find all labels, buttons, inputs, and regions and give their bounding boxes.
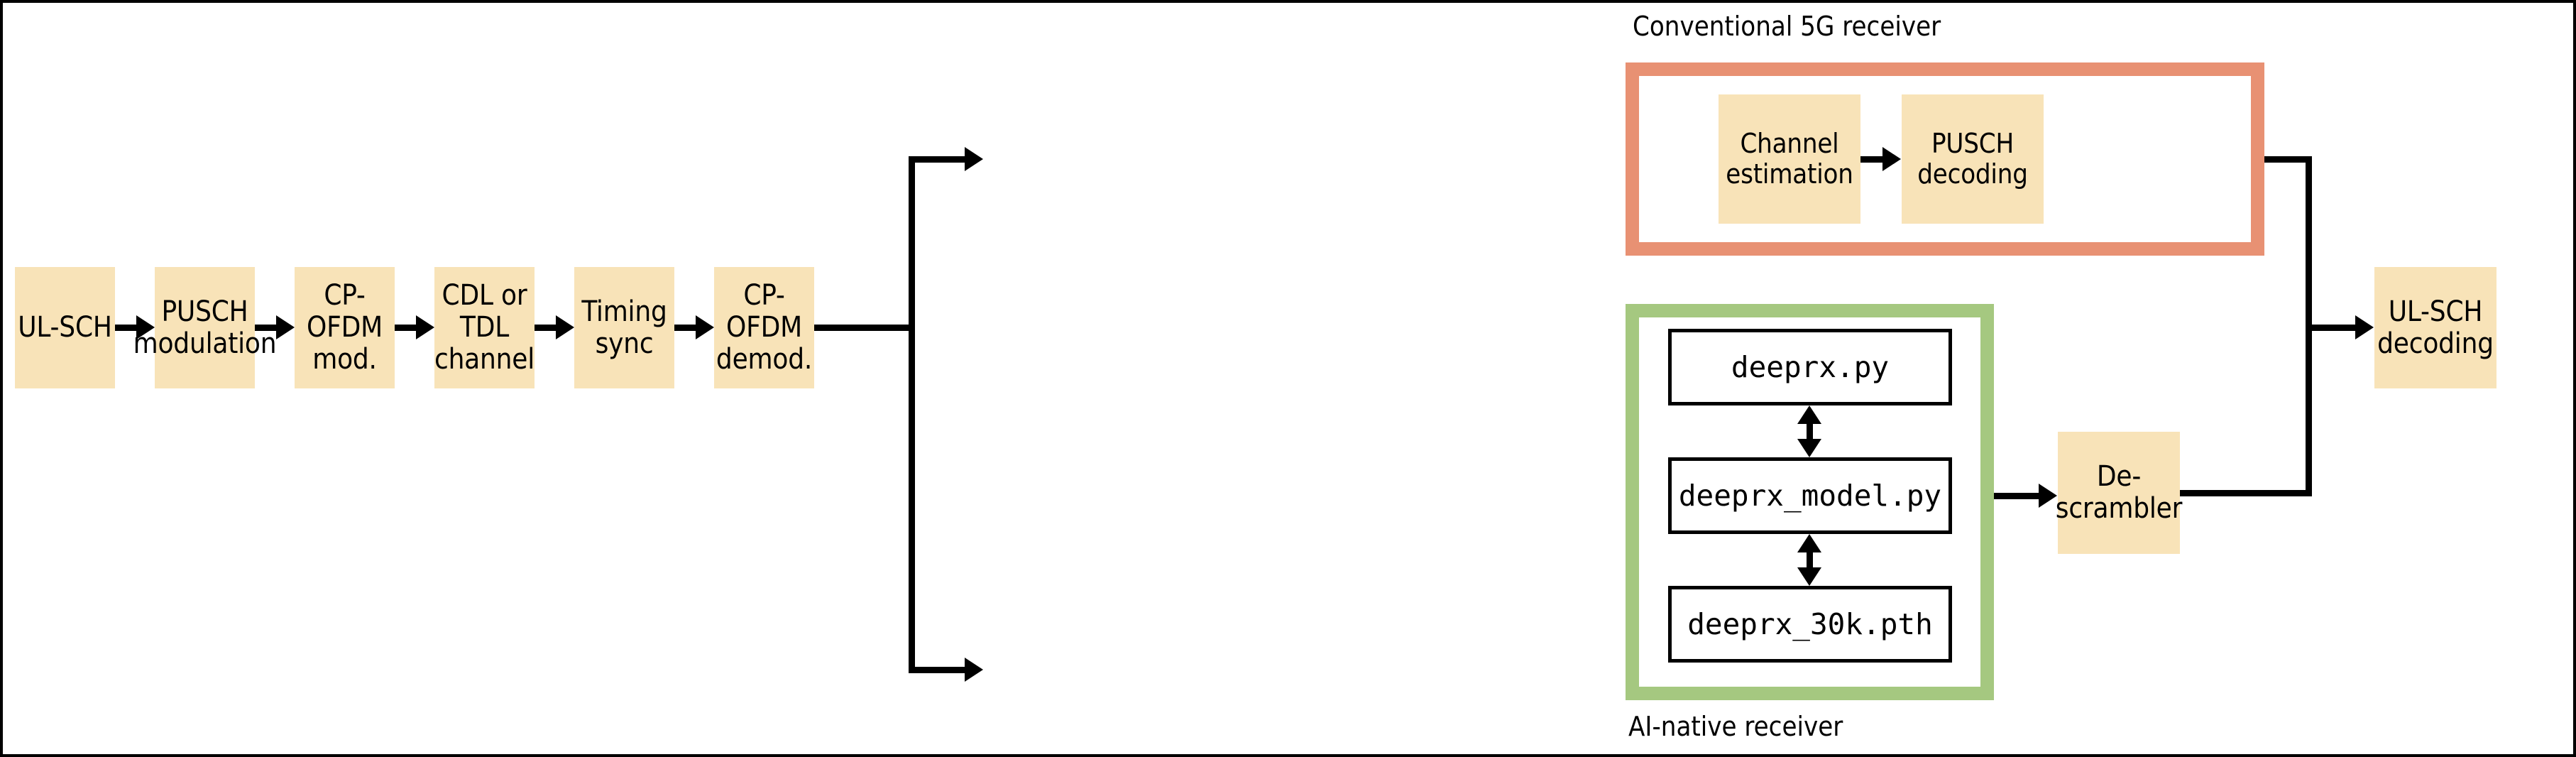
block-timing-sync: Timing sync <box>574 267 674 388</box>
conventional-receiver-caption: Conventional 5G receiver <box>1633 11 1941 42</box>
connector-ul-sch-to-pusch-modulation <box>115 325 141 331</box>
connector-demod-split-trunk <box>909 156 915 673</box>
file-deeprx-30k-pth: deeprx_30k.pth <box>1668 586 1952 663</box>
block-de-scrambler: De- scrambler <box>2056 432 2182 554</box>
arrowhead-channel-estimation-to-pusch-decoding <box>1882 147 1901 171</box>
block-channel-estimation: Channel estimation <box>1719 94 1860 224</box>
connector-cdl-tdl-channel-to-timing-sync <box>535 325 561 331</box>
arrowhead-pusch-modulation-to-cp-ofdm-mod <box>276 315 295 339</box>
arrowhead-split-to-ai-native-receiver <box>965 658 983 682</box>
block-cdl-or-tdl-channel: CDL or TDL channel <box>434 267 535 388</box>
arrowhead-up-deeprx-model <box>1797 534 1821 552</box>
connector-conventional-receiver-out <box>2264 156 2308 163</box>
connector-timing-sync-to-cp-ofdm-demod <box>674 325 701 331</box>
block-pusch-decoding: PUSCH decoding <box>1902 94 2044 224</box>
arrowhead-down-deeprx-model <box>1797 439 1821 457</box>
connector-merge-to-ul-sch-decoding <box>2306 325 2367 331</box>
connector-split-to-ai-native-receiver <box>909 667 976 673</box>
file-deeprx-py: deeprx.py <box>1668 329 1952 405</box>
connector-deeprx-model-to-pth <box>1807 543 1813 578</box>
connector-demod-split-stub <box>814 325 911 331</box>
block-ul-sch: UL-SCH <box>15 267 115 388</box>
arrowhead-timing-sync-to-cp-ofdm-demod <box>696 315 714 339</box>
connector-ai-native-to-descrambler <box>1994 493 2044 499</box>
connector-split-to-conventional-receiver <box>909 156 976 163</box>
conventional-receiver-frame <box>1626 62 2264 256</box>
connector-channel-estimation-to-pusch-decoding <box>1860 156 1887 163</box>
connector-deeprx-py-to-model <box>1807 414 1813 450</box>
arrowhead-down-deeprx-30k <box>1797 567 1821 586</box>
arrowhead-split-to-conventional-receiver <box>965 147 983 171</box>
arrowhead-cdl-tdl-channel-to-timing-sync <box>556 315 574 339</box>
arrowhead-cp-ofdm-mod-to-cdl-tdl-channel <box>416 315 434 339</box>
connector-descrambler-out-horizontal <box>2180 490 2312 496</box>
block-cp-ofdm-demod: CP-OFDM demod. <box>714 267 814 388</box>
arrowhead-merge-to-ul-sch-decoding <box>2355 315 2374 339</box>
connector-cp-ofdm-mod-to-cdl-tdl-channel <box>395 325 421 331</box>
connector-pusch-modulation-to-cp-ofdm-mod <box>255 325 281 331</box>
arrowhead-ul-sch-to-pusch-modulation <box>136 315 155 339</box>
arrowhead-ai-native-to-descrambler <box>2039 484 2057 508</box>
block-cp-ofdm-mod: CP-OFDM mod. <box>295 267 395 388</box>
ai-native-receiver-frame <box>1626 304 1994 700</box>
arrowhead-up-deeprx-py <box>1797 405 1821 424</box>
ai-native-receiver-caption: AI-native receiver <box>1628 711 1843 742</box>
file-deeprx-model-py: deeprx_model.py <box>1668 457 1952 534</box>
block-pusch-modulation: PUSCH modulation <box>133 267 277 388</box>
block-ul-sch-decoding: UL-SCH decoding <box>2374 267 2496 388</box>
